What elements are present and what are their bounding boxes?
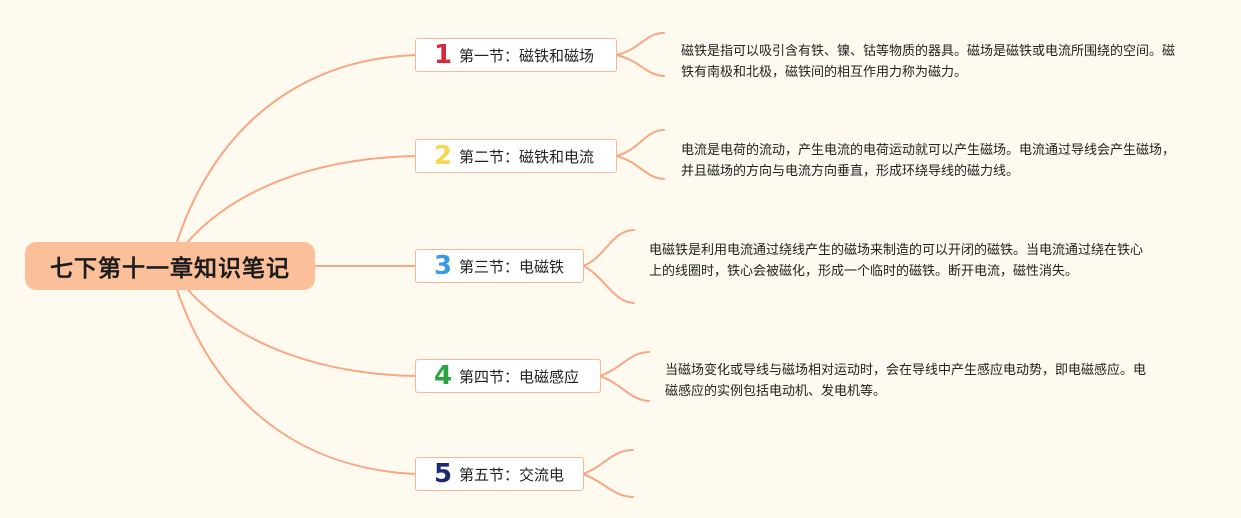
number-2-icon: 2 — [433, 141, 453, 171]
central-title: 七下第十一章知识笔记 — [50, 256, 290, 282]
connector-note-1 — [615, 32, 665, 56]
connector-note-3 — [582, 229, 635, 267]
note-text: 电磁铁是利用电流通过绕线产生的磁场来制造的可以开闭的磁铁。当电流通过绕在铁心上的… — [649, 243, 1144, 279]
number-3-icon: 3 — [433, 251, 453, 281]
note-text: 当磁场变化或导线与磁场相对运动时，会在导线中产生感应电动势，即电磁感应。电磁感应… — [665, 363, 1147, 399]
connector-branch-5 — [169, 265, 417, 475]
connector-note-2 — [615, 129, 665, 157]
connector-note-2b — [615, 155, 665, 180]
number-4-icon: 4 — [433, 361, 453, 391]
branch-section-1[interactable]: 1 第一节：磁铁和磁场 — [415, 38, 617, 72]
branch-section-3[interactable]: 3 第三节：电磁铁 — [415, 249, 584, 283]
central-topic[interactable]: 七下第十一章知识笔记 — [25, 242, 315, 290]
connector-note-4 — [599, 351, 650, 377]
branch-section-2[interactable]: 2 第二节：磁铁和电流 — [415, 139, 617, 173]
branch-section-4[interactable]: 4 第四节：电磁感应 — [415, 359, 601, 393]
note-section-2: 电流是电荷的流动，产生电流的电荷运动就可以产生磁场。电流通过导线会产生磁场，并且… — [681, 140, 1176, 182]
connector-branch-2 — [169, 155, 417, 267]
connector-note-5 — [582, 449, 634, 475]
connector-note-5b — [582, 473, 634, 498]
branch-title: 第五节：交流电 — [459, 465, 565, 484]
branch-title: 第四节：电磁感应 — [459, 367, 580, 386]
note-section-1: 磁铁是指可以吸引含有铁、镍、钴等物质的器具。磁场是磁铁或电流所围绕的空间。磁铁有… — [681, 41, 1176, 83]
connector-note-3b — [582, 265, 635, 304]
number-5-icon: 5 — [433, 459, 453, 489]
connector-note-1b — [615, 54, 665, 77]
branch-title: 第二节：磁铁和电流 — [459, 147, 595, 166]
connector-note-4b — [599, 375, 650, 402]
note-text: 电流是电荷的流动，产生电流的电荷运动就可以产生磁场。电流通过导线会产生磁场，并且… — [681, 143, 1176, 179]
note-section-3: 电磁铁是利用电流通过绕线产生的磁场来制造的可以开闭的磁铁。当电流通过绕在铁心上的… — [649, 240, 1144, 282]
branch-title: 第一节：磁铁和磁场 — [459, 46, 595, 65]
note-text: 磁铁是指可以吸引含有铁、镍、钴等物质的器具。磁场是磁铁或电流所围绕的空间。磁铁有… — [681, 44, 1176, 80]
note-section-4: 当磁场变化或导线与磁场相对运动时，会在导线中产生感应电动势，即电磁感应。电磁感应… — [665, 360, 1147, 402]
branch-title: 第三节：电磁铁 — [459, 257, 565, 276]
connector-branch-1 — [169, 54, 417, 267]
branch-section-5[interactable]: 5 第五节：交流电 — [415, 457, 584, 491]
number-1-icon: 1 — [433, 40, 453, 70]
